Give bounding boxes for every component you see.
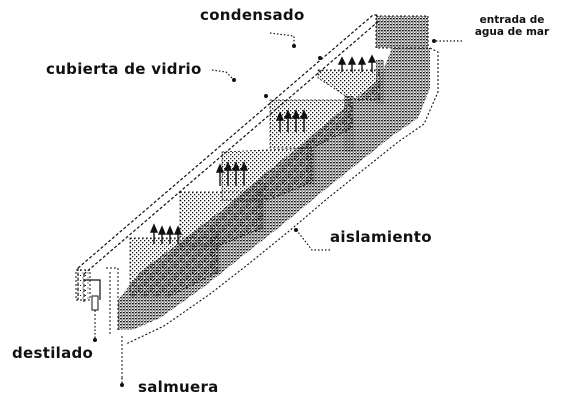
leader-cubierta (211, 69, 233, 79)
label-salmuera: salmuera (138, 378, 219, 396)
label-cubierta-de-vidrio: cubierta de vidrio (46, 60, 202, 78)
basin-steps (129, 69, 381, 297)
step-risers (210, 60, 384, 274)
basin-step-2 (269, 99, 353, 149)
leader-condensado (269, 32, 295, 44)
inlet-tank (375, 15, 429, 49)
label-condensado: condensado (200, 6, 305, 24)
brine-channel (106, 267, 119, 334)
label-entrada-de-agua-de-mar: entrada de agua de mar (462, 14, 562, 38)
label-entrada-line1: entrada de (479, 14, 545, 26)
leader-pointer-dots (93, 39, 436, 387)
label-entrada-line2: agua de mar (474, 26, 550, 39)
leader-aislamiento (297, 231, 330, 251)
basin-step-5 (129, 237, 219, 297)
label-destilado: destilado (12, 344, 94, 362)
basin-step-1 (317, 69, 381, 101)
distillate-pipe (91, 295, 99, 311)
collection-trough (75, 267, 123, 378)
label-aislamiento: aislamiento (330, 228, 432, 246)
basin-step-4 (179, 191, 263, 247)
distillate-trough (75, 269, 91, 301)
vapor-arrows (149, 54, 377, 244)
